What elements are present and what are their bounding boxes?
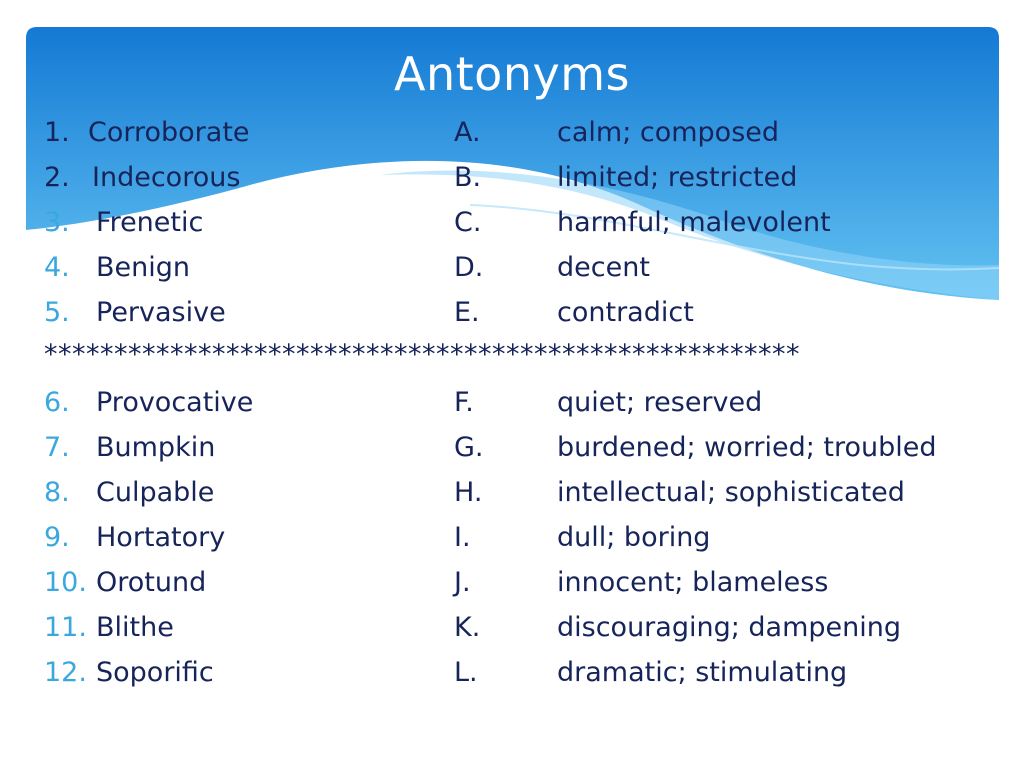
item-number: 4. [44, 252, 70, 283]
list-item: 9. Hortatory I. dull; boring [0, 515, 1024, 560]
option-letter: G. [454, 432, 484, 463]
vocab-term: Bumpkin [96, 432, 216, 463]
list-item: 10. Orotund J. innocent; blameless [0, 560, 1024, 605]
list-item: 7. Bumpkin G. burdened; worried; troubled [0, 425, 1024, 470]
list-item: 11. Blithe K. discouraging; dampening [0, 605, 1024, 650]
antonym-definition: dramatic; stimulating [557, 657, 848, 688]
antonym-definition: innocent; blameless [557, 567, 829, 598]
option-letter: F. [454, 387, 474, 418]
item-number: 3. [44, 207, 70, 238]
vocab-term: Culpable [96, 477, 215, 508]
item-number: 5. [44, 297, 70, 328]
vocab-term: Benign [96, 252, 190, 283]
vocab-term: Provocative [96, 387, 254, 418]
list-item: 2. Indecorous B. limited; restricted [0, 155, 1024, 200]
divider-line: ****************************************… [44, 339, 800, 370]
list-item: 3. Frenetic C. harmful; malevolent [0, 200, 1024, 245]
item-number: 2. [44, 162, 70, 193]
option-letter: E. [454, 297, 480, 328]
option-letter: D. [454, 252, 484, 283]
vocab-term: Soporific [96, 657, 214, 688]
item-number: 11. [44, 612, 87, 643]
vocab-term: Hortatory [96, 522, 226, 553]
item-number: 6. [44, 387, 70, 418]
option-letter: J. [454, 567, 471, 598]
vocab-term: Pervasive [96, 297, 226, 328]
vocab-term: Orotund [96, 567, 207, 598]
option-letter: H. [454, 477, 483, 508]
list-item: 8. Culpable H. intellectual; sophisticated [0, 470, 1024, 515]
vocab-term: Indecorous [92, 162, 241, 193]
antonym-definition: contradict [557, 297, 694, 328]
banner-wave-line [469, 204, 1000, 271]
option-letter: L. [454, 657, 478, 688]
antonym-definition: harmful; malevolent [557, 207, 831, 238]
antonym-definition: limited; restricted [557, 162, 798, 193]
antonym-definition: quiet; reserved [557, 387, 763, 418]
item-number: 1. [44, 117, 70, 148]
item-number: 7. [44, 432, 70, 463]
antonym-definition: discouraging; dampening [557, 612, 901, 643]
antonym-definition: dull; boring [557, 522, 711, 553]
slide-title: Antonyms [394, 47, 630, 101]
antonym-definition: calm; composed [557, 117, 780, 148]
item-number: 9. [44, 522, 70, 553]
list-item: 12. Soporific L. dramatic; stimulating [0, 650, 1024, 695]
vocab-term: Frenetic [96, 207, 204, 238]
antonym-definition: decent [557, 252, 650, 283]
list-item: 5. Pervasive E. contradict [0, 290, 1024, 335]
antonym-definition: burdened; worried; troubled [557, 432, 937, 463]
antonym-definition: intellectual; sophisticated [557, 477, 905, 508]
item-number: 10. [44, 567, 87, 598]
list-item: 6. Provocative F. quiet; reserved [0, 380, 1024, 425]
option-letter: I. [454, 522, 471, 553]
vocab-term: Blithe [96, 612, 174, 643]
list-item: 1. Corroborate A. calm; composed [0, 110, 1024, 155]
option-letter: A. [454, 117, 481, 148]
vocab-term: Corroborate [88, 117, 250, 148]
option-letter: C. [454, 207, 482, 238]
item-number: 8. [44, 477, 70, 508]
banner-wave-highlight [380, 170, 999, 300]
option-letter: K. [454, 612, 481, 643]
item-number: 12. [44, 657, 87, 688]
option-letter: B. [454, 162, 482, 193]
list-item: 4. Benign D. decent [0, 245, 1024, 290]
